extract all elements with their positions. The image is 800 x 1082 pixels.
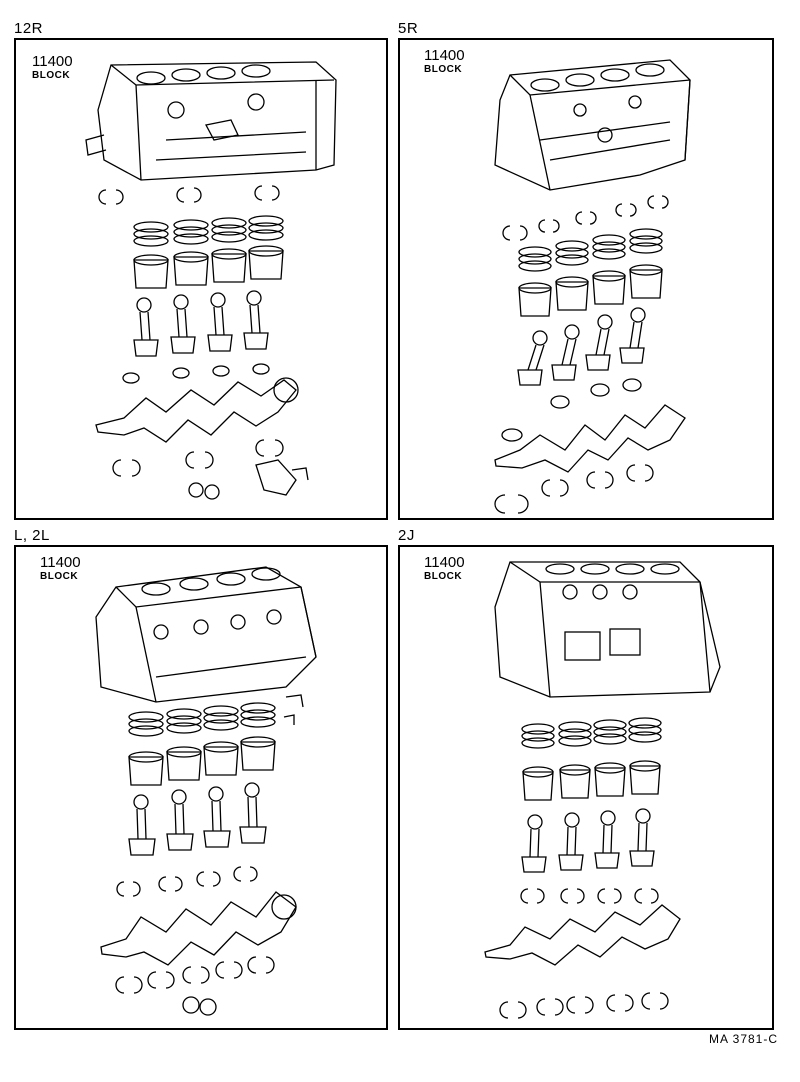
panel-5r: 11400 BLOCK [398, 38, 774, 520]
engine-parts-illustration [484, 561, 721, 1019]
engine-label-2j: 2J [398, 527, 415, 544]
piston-rings-drawing [133, 215, 284, 247]
crankshaft-drawing [100, 866, 297, 966]
part-number: 11400 [32, 53, 73, 70]
cylinder-block-drawing [95, 566, 317, 703]
part-number: 11400 [424, 554, 465, 571]
part-name: BLOCK [424, 64, 463, 75]
connecting-rods-drawing [517, 307, 646, 386]
main-bearings-drawing [112, 439, 309, 500]
main-bearings-drawing [115, 956, 275, 1016]
piston-rings-drawing [521, 717, 662, 749]
pistons-drawing [522, 760, 661, 801]
engine-label-l-2l: L, 2L [14, 527, 50, 544]
part-number: 11400 [424, 47, 465, 64]
bearing-row-top [98, 185, 280, 205]
crankshaft-drawing [95, 363, 299, 443]
main-bearings-drawing [494, 464, 654, 514]
panel-12r: 11400 BLOCK [14, 38, 388, 520]
part-name: BLOCK [40, 571, 79, 582]
part-name: BLOCK [424, 571, 463, 582]
main-bearings-drawing [499, 992, 669, 1019]
bearing-row-top [502, 195, 669, 241]
engine-label-5r: 5R [398, 20, 419, 37]
connecting-rods-drawing [128, 782, 267, 856]
connecting-rods-drawing [521, 808, 655, 873]
panel-2j: 11400 BLOCK [398, 545, 774, 1030]
pistons-drawing [133, 245, 284, 289]
engine-parts-illustration [85, 61, 337, 500]
pistons-drawing [518, 264, 663, 317]
cylinder-block-drawing [494, 561, 721, 698]
crankshaft-drawing [494, 378, 686, 473]
connecting-rods-drawing [133, 290, 269, 357]
part-name: BLOCK [32, 70, 71, 81]
crankshaft-drawing [484, 888, 681, 966]
piston-rings-drawing [128, 694, 304, 737]
cylinder-block-drawing [494, 59, 691, 191]
piston-rings-drawing [518, 228, 663, 272]
pistons-drawing [128, 736, 276, 786]
part-number: 11400 [40, 554, 81, 571]
engine-parts-illustration [494, 59, 691, 514]
engine-parts-illustration [95, 566, 317, 1016]
panel-l-2l: 11400 BLOCK [14, 545, 388, 1030]
cylinder-block-drawing [85, 61, 337, 181]
engine-label-12r: 12R [14, 20, 44, 37]
reference-code: MA 3781-C [708, 1032, 778, 1046]
